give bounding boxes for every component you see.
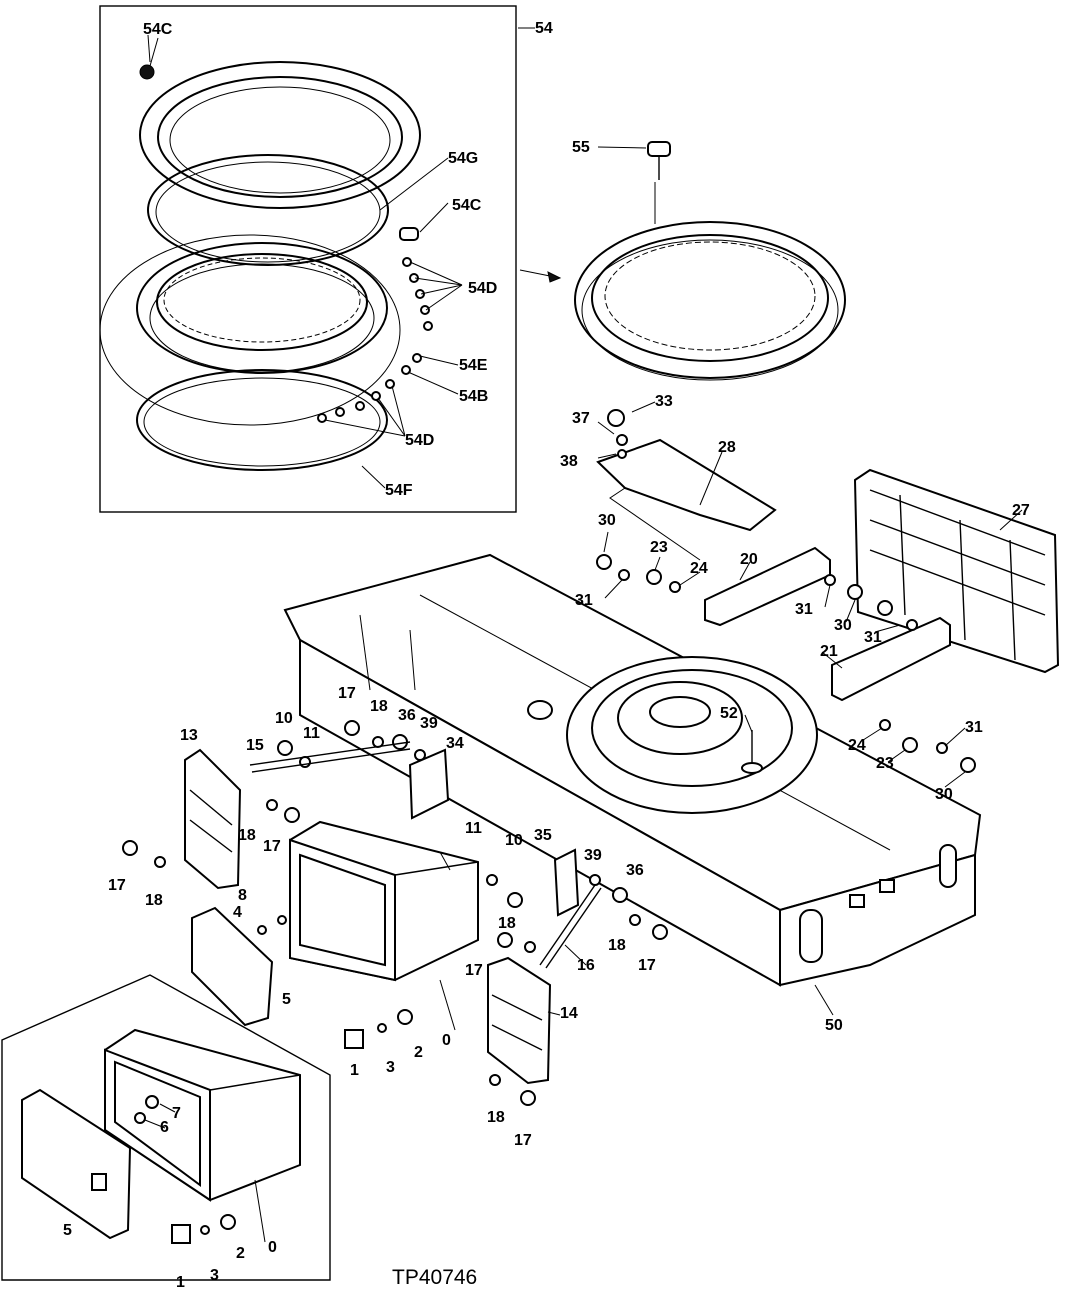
callout-28: 28 [718,439,736,456]
callout-50: 50 [825,1017,843,1034]
callout-39-a: 39 [420,715,438,732]
callout-31-a: 31 [575,592,593,609]
callout-54F: 54F [385,482,413,499]
callout-0-b: 0 [268,1239,277,1256]
callout-17-d: 17 [638,957,656,974]
callout-31-d: 31 [965,719,983,736]
callout-17-b: 17 [263,838,281,855]
callout-18-d: 18 [498,915,516,932]
callout-15: 15 [246,737,264,754]
drawing-code: TP40746 [392,1266,477,1289]
callout-1-b: 1 [176,1274,185,1291]
callout-54E: 54E [459,357,488,374]
callout-11-b: 11 [465,820,482,837]
callout-24-b: 24 [848,737,866,754]
callout-17-a: 17 [338,685,356,702]
callout-30-a: 30 [598,512,616,529]
callout-54: 54 [535,20,553,37]
callout-31-b: 31 [795,601,813,618]
callout-55: 55 [572,139,590,156]
callout-labels: 54C 54 54G 54C 54D 54E 54B 54D 54F 55 37… [63,20,1030,1291]
callout-18-b: 18 [238,827,256,844]
callout-3-b: 3 [210,1267,219,1284]
callout-54C-b: 54C [452,197,482,214]
callout-30-c: 30 [935,786,953,803]
callout-1-a: 1 [350,1062,359,1079]
callout-5-b: 5 [63,1222,72,1239]
callout-36-b: 36 [626,862,644,879]
inset-frame-toolbox [1,974,331,1281]
callout-54D-b: 54D [405,432,434,449]
callout-39-b: 39 [584,847,602,864]
callout-17-c: 17 [108,877,126,894]
callout-10-a: 10 [275,710,293,727]
callout-54G: 54G [448,150,478,167]
callout-23-a: 23 [650,539,668,556]
callout-11-a: 11 [303,725,320,742]
callout-3-a: 3 [386,1059,395,1076]
callout-20: 20 [740,551,758,568]
upper-frame [283,401,1060,1016]
assembled-bearing [574,141,846,381]
callout-18-e: 18 [608,937,626,954]
callout-2-a: 2 [414,1044,423,1061]
callout-18-c: 18 [145,892,163,909]
callout-30-b: 30 [834,617,852,634]
inset-frame-54 [99,5,517,513]
toolbox-inset [1,974,331,1281]
callout-8: 8 [238,887,247,904]
callout-18-f: 18 [487,1109,505,1126]
callout-54B: 54B [459,388,488,405]
callout-52: 52 [720,705,738,722]
callout-23-b: 23 [876,755,894,772]
callout-24-a: 24 [690,560,708,577]
callout-7: 7 [172,1105,181,1122]
callout-37: 37 [572,410,590,427]
callout-10-b: 10 [505,832,523,849]
callout-54D-a: 54D [468,280,497,297]
callout-36-a: 36 [398,707,416,724]
callout-38: 38 [560,453,578,470]
callout-17-e: 17 [465,962,483,979]
callout-35: 35 [534,827,552,844]
callout-16: 16 [577,957,595,974]
callout-5-a: 5 [282,991,291,1008]
lower-components [122,34,668,1106]
callout-18-a: 18 [370,698,388,715]
callout-14: 14 [560,1005,578,1022]
callout-54C-a: 54C [143,21,173,38]
bearing-inset [99,5,562,513]
callout-17-f: 17 [514,1132,532,1149]
callout-31-c: 31 [864,629,882,646]
callout-34: 34 [446,735,464,752]
callout-4: 4 [233,904,242,921]
callout-21: 21 [820,643,838,660]
callout-13: 13 [180,727,198,744]
callout-27: 27 [1012,502,1030,519]
callout-6: 6 [160,1119,169,1136]
callout-33: 33 [655,393,673,410]
callout-0-a: 0 [442,1032,451,1049]
callout-2-b: 2 [236,1245,245,1262]
